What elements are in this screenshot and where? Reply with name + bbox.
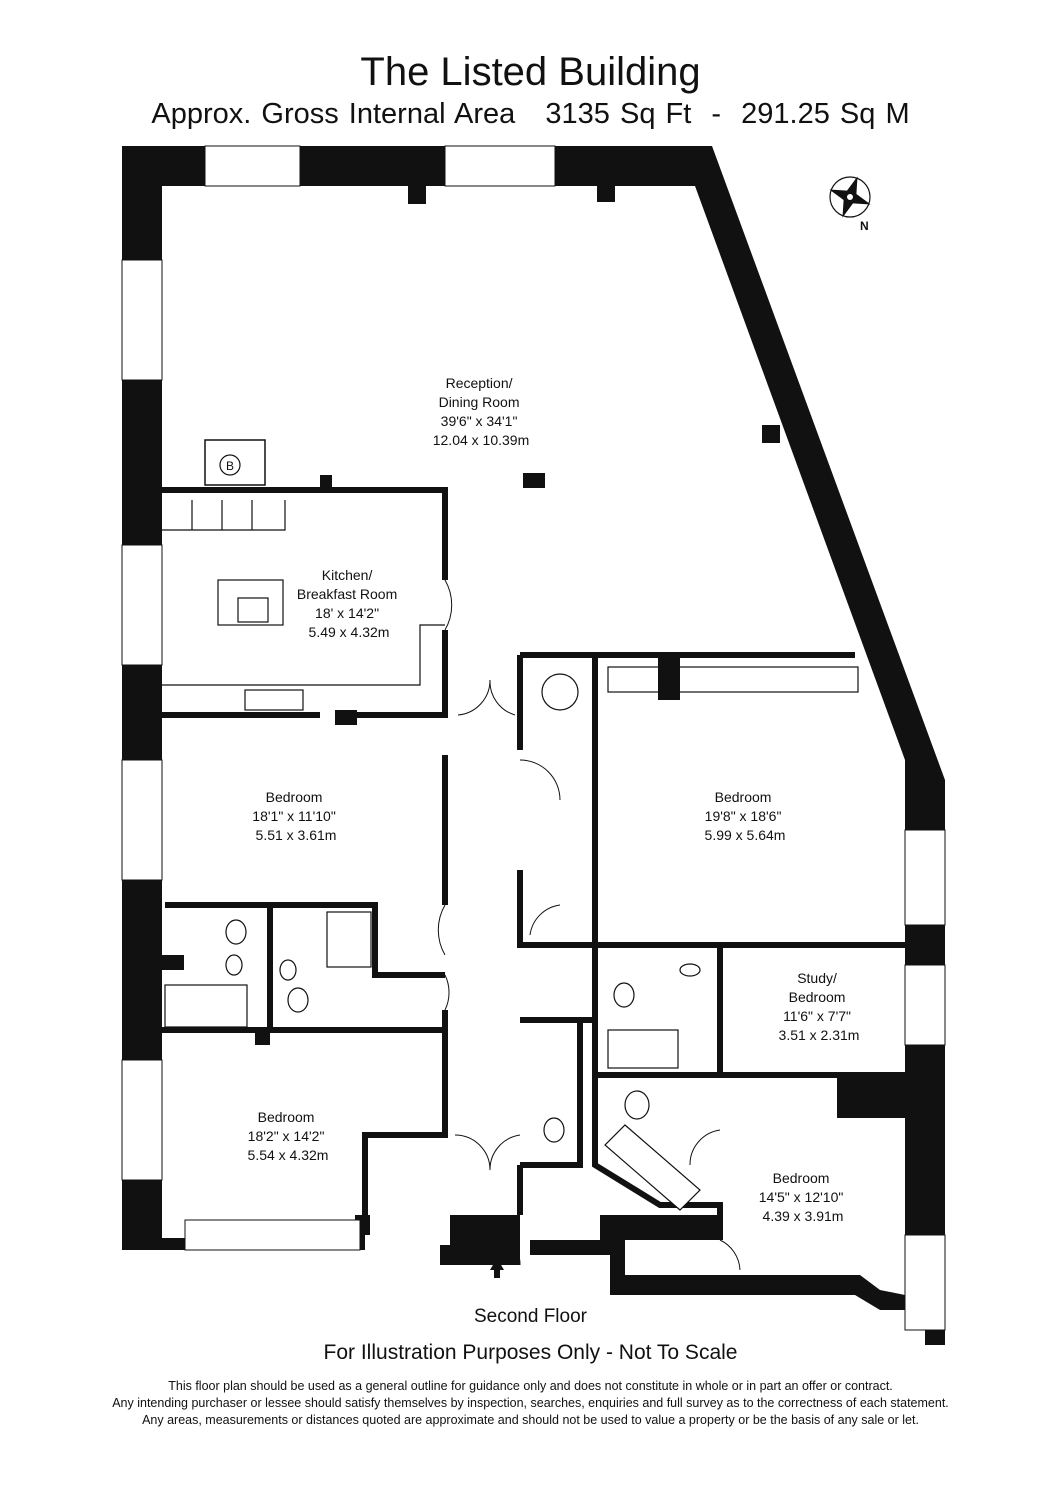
illustration-note: For Illustration Purposes Only - Not To … bbox=[323, 1341, 738, 1364]
boiler-label: B bbox=[226, 459, 234, 473]
room-label-study: Study/ Bedroom 11'6" x 7'7" 3.51 x 2.31m bbox=[779, 970, 860, 1043]
interior-walls bbox=[162, 487, 905, 1240]
north-compass-icon: N bbox=[829, 176, 871, 233]
gross-internal-area: Approx. Gross Internal Area 3135 Sq Ft -… bbox=[151, 98, 910, 130]
boiler-cupboard: B bbox=[204, 439, 266, 486]
room-label-bedroom-1: Bedroom 18'1" x 11'10" 5.51 x 3.61m bbox=[252, 789, 339, 843]
room-labels: Reception/ Dining Room 39'6" x 34'1" 12.… bbox=[248, 375, 860, 1224]
room-label-reception: Reception/ Dining Room 39'6" x 34'1" 12.… bbox=[433, 375, 530, 448]
disclaimer-line: This floor plan should be used as a gene… bbox=[168, 1379, 893, 1393]
compass-north-label: N bbox=[860, 219, 869, 233]
bathroom-fittings bbox=[164, 673, 701, 1211]
kitchen-fittings bbox=[162, 500, 859, 711]
windows bbox=[121, 145, 946, 1331]
disclaimer-line: Any areas, measurements or distances quo… bbox=[142, 1413, 919, 1427]
entrance-arrow-icon bbox=[490, 1258, 504, 1278]
door-swings bbox=[437, 579, 741, 1271]
room-label-bedroom-4: Bedroom 14'5" x 12'10" 4.39 x 3.91m bbox=[759, 1170, 847, 1224]
room-label-bedroom-2: Bedroom 19'8" x 18'6" 5.99 x 5.64m bbox=[705, 789, 786, 843]
disclaimer-line: Any intending purchaser or lessee should… bbox=[112, 1396, 949, 1410]
chimney-breasts bbox=[162, 186, 905, 1115]
disclaimer: This floor plan should be used as a gene… bbox=[0, 1378, 1061, 1429]
room-label-bedroom-3: Bedroom 18'2" x 14'2" 5.54 x 4.32m bbox=[248, 1109, 329, 1163]
plan-title: The Listed Building bbox=[360, 50, 701, 94]
floor-label: Second Floor bbox=[473, 1306, 587, 1327]
room-label-kitchen: Kitchen/ Breakfast Room 18' x 14'2" 5.49… bbox=[297, 567, 401, 640]
boiler-icon bbox=[219, 454, 241, 476]
